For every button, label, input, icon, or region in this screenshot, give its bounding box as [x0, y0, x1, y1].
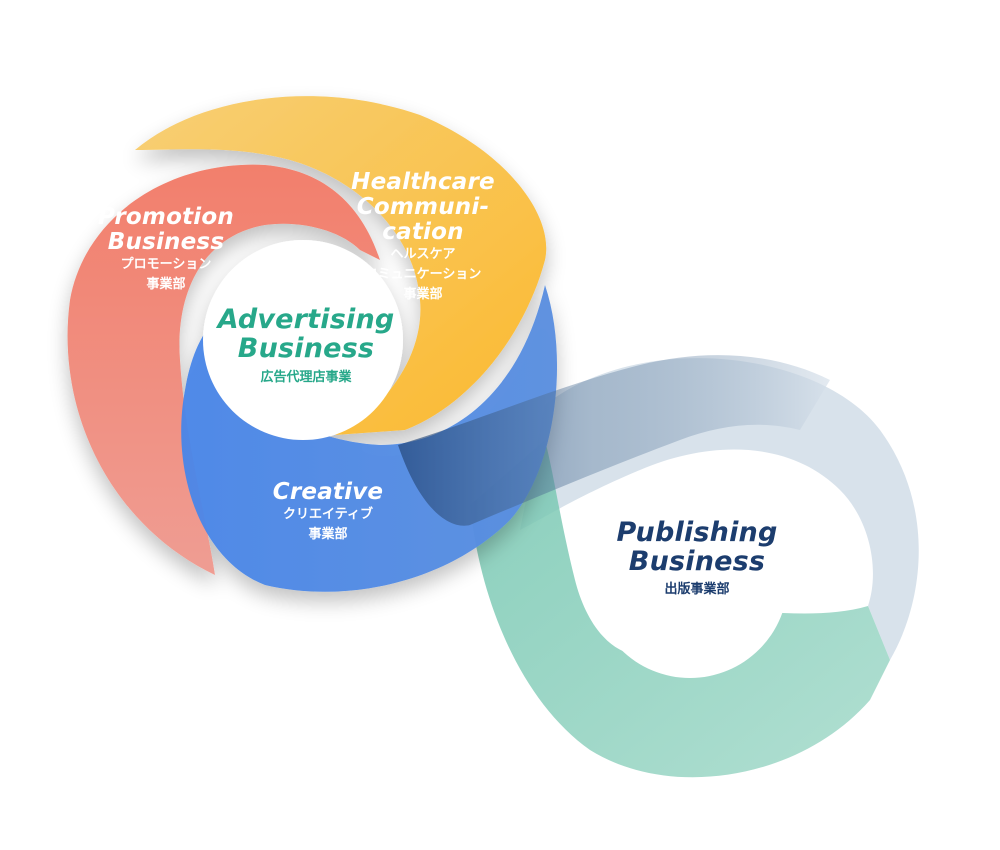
publishing-title-line1: Publishing	[616, 517, 778, 548]
advertising-jp: 広告代理店事業	[260, 370, 352, 385]
promotion-title-line1: Promotion	[98, 204, 234, 230]
creative-title: Creative	[272, 479, 384, 505]
publishing-title-line2: Business	[628, 546, 766, 577]
healthcare-title-line3: cation	[382, 219, 464, 245]
promotion-label: Promotion Business プロモーション 事業部	[66, 205, 266, 295]
healthcare-jp-line1: ヘルスケア	[390, 247, 456, 262]
healthcare-jp-line2: コミュニケーション	[364, 267, 482, 282]
advertising-label: Advertising Business 広告代理店事業	[196, 305, 416, 393]
healthcare-label: Healthcare Communi- cation ヘルスケア コミュニケーシ…	[318, 170, 528, 305]
healthcare-jp-line3: 事業部	[403, 287, 443, 302]
publishing-inner-circle	[592, 482, 788, 678]
creative-jp-line2: 事業部	[308, 527, 348, 542]
publishing-label: Publishing Business 出版事業部	[592, 518, 802, 604]
promotion-segment	[67, 164, 381, 575]
promotion-jp-line2: 事業部	[146, 277, 186, 292]
publishing-ring-green	[470, 440, 890, 778]
healthcare-segment	[135, 96, 547, 435]
creative-label: Creative クリエイティブ 事業部	[228, 480, 428, 545]
healthcare-title-line2: Communi-	[356, 194, 490, 220]
advertising-title-line2: Business	[237, 333, 375, 364]
promotion-title-line2: Business	[107, 229, 225, 255]
promotion-jp-line1: プロモーション	[120, 257, 212, 272]
advertising-title-line1: Advertising	[217, 304, 395, 335]
inner-circle	[203, 240, 403, 440]
healthcare-title-line1: Healthcare	[351, 169, 495, 195]
creative-jp-line1: クリエイティブ	[283, 507, 373, 522]
publishing-jp: 出版事業部	[664, 582, 730, 597]
connecting-band	[398, 355, 830, 526]
